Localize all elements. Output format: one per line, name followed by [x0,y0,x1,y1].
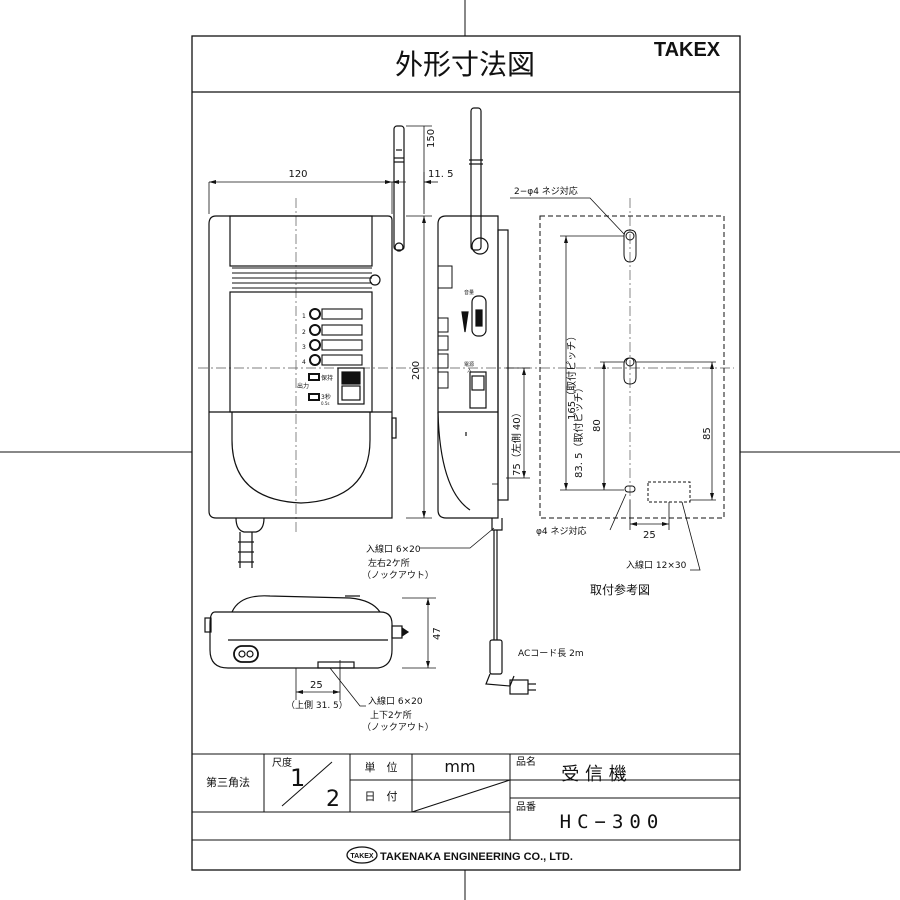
dim-width-120: 120 [288,169,307,180]
brand-logo: TAKEX [654,39,721,61]
unit-label: 単 位 [365,760,398,774]
hold-label: 保持 [321,374,333,382]
dim-antenna-150: 150 [426,129,437,148]
product-name: 受 信 機 [561,764,626,785]
dim-upper-31-5: （上側 31. 5） [286,699,348,711]
scale-numerator: 1 [290,764,305,792]
zone-label-4: 4 [302,359,306,366]
company-logo: TAKEX [350,853,374,860]
output-label: 出力 [297,382,309,390]
note-entry-bottom-2: 上下2ケ所 [370,710,412,721]
note-entry-bottom-1: 入線口 6×20 [368,695,423,707]
mount-reference [539,215,725,519]
side-dimension-lines [420,367,530,549]
front-dimension-lines [208,125,438,519]
title-block [192,753,740,864]
dim-mount-25: 25 [643,530,656,541]
dim-mount-85: 85 [702,427,713,440]
note-entry-side-2: 左右2ケ所 [368,557,410,569]
scale-label: 尺度 [272,756,292,769]
zone-indicators [309,308,363,366]
dim-height-200: 200 [411,361,422,380]
dim-bottom-25: 25 [310,680,323,691]
zone-label-2: 2 [302,329,306,336]
front-view [208,125,405,568]
zone-label-1: 1 [302,313,306,320]
dim-bottom-47: 47 [432,627,443,640]
note-mount-ref: 取付参考図 [590,582,650,597]
product-code-label: 品番 [516,801,536,813]
time-label: 3秒 [321,393,331,401]
product-name-label: 品名 [516,755,536,768]
front-panel-labels: 1 2 3 4 保持 出力 3秒 0.5s [297,313,333,406]
dim-side-75: 75（左側 40） [510,407,523,476]
mount-dimension-lines [510,197,716,571]
bottom-view [204,595,410,669]
unit-value: mm [444,757,475,776]
bottom-dimension-lines [295,597,436,707]
note-screw-2-phi4: 2−φ4 ネジ対応 [514,185,578,197]
side-panel-labels: 音量 電源 入 [464,289,474,374]
note-entry-side-1: 入線口 6×20 [366,543,421,555]
note-screw-phi4: φ4 ネジ対応 [536,525,587,537]
scale-denominator: 2 [326,787,340,812]
dim-mount-165: 165（取付ピッチ） [565,331,578,420]
time-unit-label: 0.5s [321,401,329,406]
power-on-label: 入 [467,368,472,374]
center-lines [198,198,734,535]
power-label: 電源 [464,361,474,368]
zone-label-3: 3 [302,344,306,351]
projection-label: 第三角法 [206,775,250,789]
drawing-frame [191,35,741,871]
date-label: 日 付 [365,790,398,803]
company-name: TAKENAKA ENGINEERING CO., LTD. [380,851,573,863]
volume-label: 音量 [464,289,474,296]
note-ac-cord: ACコード長 2m [518,648,584,659]
dim-offset-11-5: 11. 5 [428,169,453,180]
product-code: HC−300 [560,811,665,833]
dim-mount-83-5: 83. 5（取付ピッチ） [572,383,585,478]
side-view [437,107,536,695]
note-entry-12x30: 入線口 12×30 [626,559,687,571]
note-entry-side-3: （ノックアウト） [362,570,434,581]
page-title: 外形寸法図 [395,48,535,81]
dim-mount-80: 80 [592,419,603,432]
note-entry-bottom-3: （ノックアウト） [362,722,434,733]
